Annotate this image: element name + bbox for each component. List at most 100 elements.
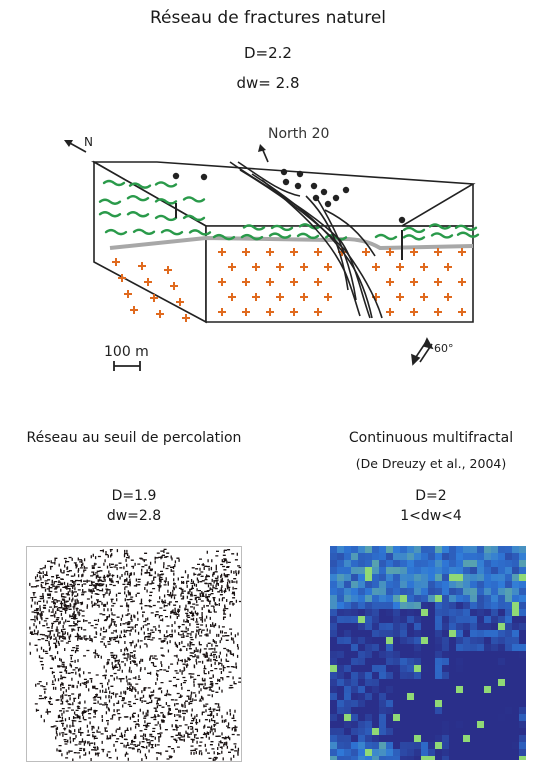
scale-label: 100 m (104, 344, 149, 360)
field-cell (519, 756, 526, 760)
field-cell (428, 560, 435, 567)
field-cell (442, 560, 449, 567)
field-cell (344, 574, 351, 581)
cross-mark (458, 308, 466, 316)
field-cell (351, 623, 358, 630)
wave-mark (374, 233, 398, 241)
field-cell (463, 714, 470, 721)
cross-mark (242, 308, 250, 316)
field-cell (400, 581, 407, 588)
field-cell (456, 623, 463, 630)
field-cell (498, 658, 505, 665)
field-cell (519, 679, 526, 686)
field-cell (337, 679, 344, 686)
field-cell (365, 588, 372, 595)
field-cell (484, 644, 491, 651)
field-cell (421, 665, 428, 672)
field-cell (505, 574, 512, 581)
green-wave-layer (98, 179, 480, 241)
field-cell (400, 602, 407, 609)
multifractal-walk-dimension: 1<dw<4 (400, 508, 462, 524)
field-cell (372, 588, 379, 595)
field-cell (365, 651, 372, 658)
field-cell (442, 609, 449, 616)
field-cell (449, 637, 456, 644)
cross-mark (324, 293, 332, 301)
field-cell (393, 644, 400, 651)
field-cell (456, 756, 463, 760)
wave-mark (240, 233, 264, 241)
field-cell (449, 672, 456, 679)
field-cell (477, 546, 484, 553)
field-cell (365, 616, 372, 623)
field-cell (407, 581, 414, 588)
field-cell (351, 637, 358, 644)
field-cell (358, 693, 365, 700)
field-cell (463, 686, 470, 693)
field-cell (463, 749, 470, 756)
cross-mark (314, 248, 322, 256)
field-cell (358, 553, 365, 560)
cross-mark (182, 314, 190, 322)
field-cell (407, 644, 414, 651)
field-cell (498, 637, 505, 644)
cross-mark (218, 308, 226, 316)
field-cell (428, 630, 435, 637)
field-cell (442, 742, 449, 749)
field-cell (428, 693, 435, 700)
field-cell (414, 553, 421, 560)
field-cell (435, 728, 442, 735)
field-cell (400, 553, 407, 560)
field-cell (386, 616, 393, 623)
field-cell (491, 637, 498, 644)
field-cell (365, 574, 372, 581)
field-cell (351, 609, 358, 616)
field-cell (449, 749, 456, 756)
field-cell (365, 658, 372, 665)
field-cell (365, 749, 372, 756)
cross-mark (420, 293, 428, 301)
field-cell (477, 644, 484, 651)
field-cell (428, 623, 435, 630)
field-cell (386, 546, 393, 553)
field-cell (498, 742, 505, 749)
fault-lines (229, 161, 383, 319)
cross-mark (444, 293, 452, 301)
field-cell (484, 658, 491, 665)
field-cell (351, 644, 358, 651)
field-cell (463, 644, 470, 651)
field-cell (400, 623, 407, 630)
field-cell (456, 700, 463, 707)
field-cell (449, 574, 456, 581)
field-cell (435, 581, 442, 588)
field-cell (386, 672, 393, 679)
field-cell (400, 728, 407, 735)
field-cell (463, 567, 470, 574)
field-cell (421, 546, 428, 553)
field-cell (351, 693, 358, 700)
field-cell (498, 728, 505, 735)
field-cell (498, 665, 505, 672)
dip-angle-label: 60° (434, 342, 454, 355)
field-cell (372, 686, 379, 693)
field-cell (337, 644, 344, 651)
field-cell (365, 707, 372, 714)
field-cell (407, 735, 414, 742)
cross-mark (324, 263, 332, 271)
field-cell (351, 595, 358, 602)
field-cell (421, 644, 428, 651)
cross-mark (130, 306, 138, 314)
field-cell (365, 756, 372, 760)
wave-mark (98, 211, 122, 218)
cross-mark (362, 248, 370, 256)
field-cell (400, 637, 407, 644)
field-cell (351, 658, 358, 665)
field-cell (379, 651, 386, 658)
field-cell (484, 707, 491, 714)
wave-mark (128, 182, 152, 189)
field-cell (358, 630, 365, 637)
field-cell (337, 665, 344, 672)
field-cell (407, 714, 414, 721)
field-cell (470, 665, 477, 672)
field-cell (491, 595, 498, 602)
